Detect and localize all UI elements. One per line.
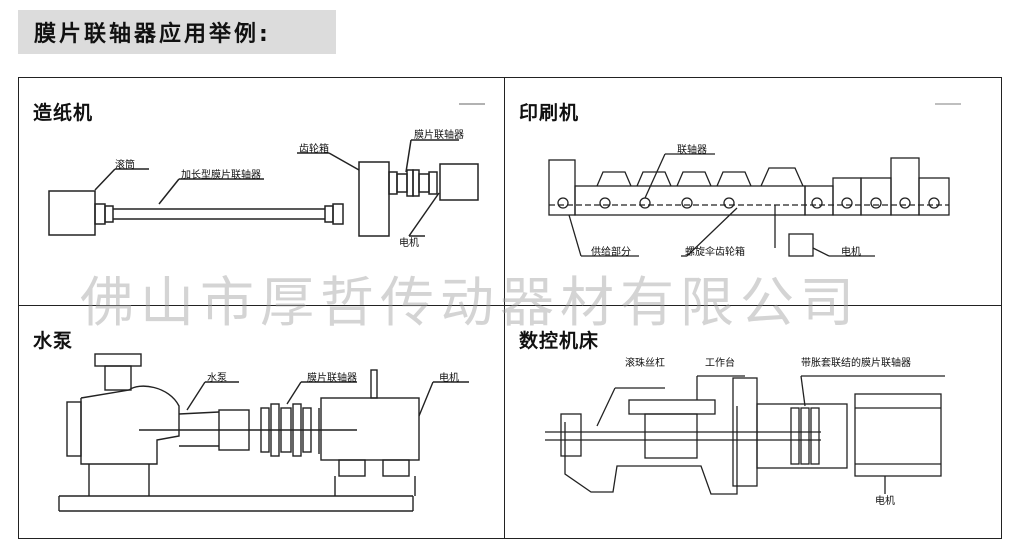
label-pump-motor: 电机 (439, 373, 459, 384)
label-print-motor: 电机 (841, 247, 861, 258)
panel-cnc-machine: 数控机床 滚珠丝杠 工作台 带胀套联结的膜片联轴器 电机 (504, 305, 1002, 539)
label-drum: 滚筒 (115, 160, 135, 171)
label-coupling: 膜片联轴器 (414, 130, 464, 141)
panel-title-printing: 印刷机 (519, 102, 580, 124)
panel-title-paper: 造纸机 (33, 102, 94, 124)
panel-water-pump: 水泵 (18, 305, 506, 539)
label-motor: 电机 (399, 238, 419, 249)
label-ball-screw: 滚珠丝杠 (625, 358, 665, 369)
label-cnc-motor: 电机 (875, 496, 895, 507)
paper-machine-drawing (48, 103, 485, 237)
label-long-coupling: 加长型膜片联轴器 (181, 170, 261, 181)
water-pump-drawing (58, 353, 469, 512)
cnc-machine-drawing (545, 375, 945, 495)
label-pump: 水泵 (207, 373, 227, 384)
label-gearbox: 齿轮箱 (299, 144, 329, 155)
label-supply: 供给部分 (591, 247, 631, 258)
panel-title-pump: 水泵 (33, 330, 74, 352)
page-title: 膜片联轴器应用举例: (18, 10, 336, 54)
panel-printing-machine: 印刷机 (504, 77, 1002, 307)
panel-title-cnc: 数控机床 (519, 330, 600, 352)
label-expansion-coupling: 带胀套联结的膜片联轴器 (801, 358, 911, 369)
label-pump-coupling: 膜片联轴器 (307, 373, 357, 384)
label-print-coupling: 联轴器 (677, 145, 707, 156)
panel-paper-machine: 造纸机 (18, 77, 506, 307)
label-worm-gearbox: 螺旋伞齿轮箱 (685, 247, 745, 258)
label-work-table: 工作台 (705, 358, 735, 369)
printing-machine-drawing (548, 103, 961, 257)
